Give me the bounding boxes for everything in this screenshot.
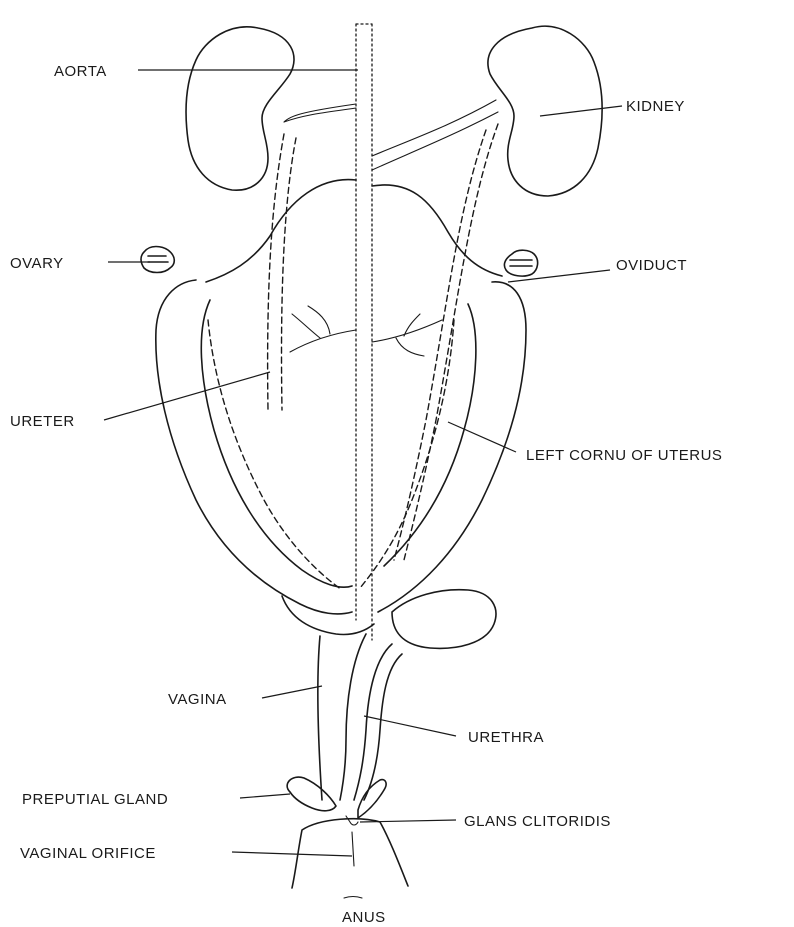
preputial-gland-leader (240, 794, 290, 798)
right-renal-vessel (284, 104, 356, 122)
left-ovarian-vessel (372, 185, 502, 276)
vaginal-orifice-leader (232, 852, 352, 856)
anus-mark (344, 897, 362, 899)
ureter-leader (104, 372, 270, 420)
left-ovary (504, 250, 537, 276)
anus-label: ANUS (342, 909, 386, 926)
right-uterine-branch (290, 306, 356, 352)
oviduct-label: OVIDUCT (616, 257, 687, 274)
left-cornu-label: LEFT CORNU OF UTERUS (526, 447, 722, 464)
kidney-label: KIDNEY (626, 98, 685, 115)
preputial-gland-label: PREPUTIAL GLAND (22, 791, 168, 808)
glans-clitoridis-label: GLANS CLITORIDIS (464, 813, 611, 830)
aorta-label: AORTA (54, 63, 107, 80)
left-renal-vessel (372, 100, 498, 170)
glans-mark (346, 816, 358, 866)
vagina-label: VAGINA (168, 691, 227, 708)
ureter-label: URETER (10, 413, 75, 430)
urethra-label: URETHRA (468, 729, 544, 746)
ovary-label: OVARY (10, 255, 64, 272)
right-ovarian-vessel (206, 180, 356, 282)
vagina (318, 634, 366, 800)
preputial-gland-right (358, 780, 386, 818)
right-cornu (156, 280, 352, 614)
right-kidney (186, 27, 294, 190)
bladder (392, 590, 496, 649)
vagina-leader (262, 686, 322, 698)
right-ureter (268, 134, 296, 410)
urethra-leader (364, 716, 456, 736)
kidney-leader (540, 106, 622, 116)
vaginal-orifice-label: VAGINAL ORIFICE (20, 845, 156, 862)
right-ovary (141, 247, 174, 273)
preputial-gland-left (287, 777, 336, 811)
left-uterine-branch (372, 314, 442, 356)
vulva (292, 819, 408, 888)
urethra (354, 644, 402, 800)
aorta (356, 24, 372, 640)
